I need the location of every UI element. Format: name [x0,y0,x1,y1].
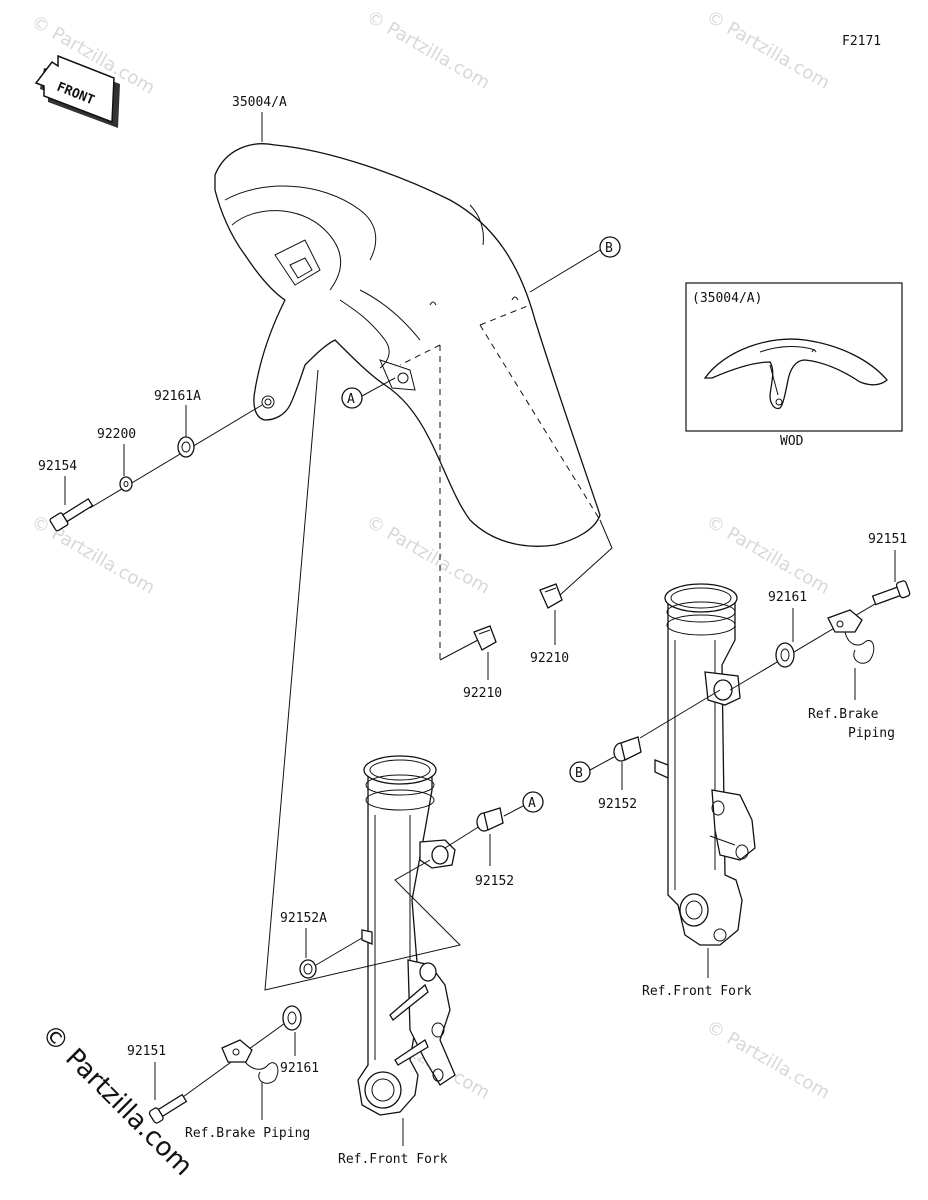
collar-92161-top [775,642,795,668]
inset-caption: WOD [780,434,804,449]
callout-a-pin-label: A [528,796,536,811]
label-ref-brake-top-2: Piping [848,726,895,741]
label-fork-right: Ref.Front Fork [642,984,752,999]
bolt-92151-bottom [148,1093,188,1124]
clip-92210-right [539,583,563,609]
clip-guide-right [479,304,601,521]
label-92151-bottom: 92151 [127,1044,166,1059]
bolt-92154 [49,497,94,532]
callout-b-fender: B [529,236,621,293]
label-92210-left: 92210 [463,686,502,701]
collar-92161a [177,436,195,458]
fender-to-fork-leader [264,369,461,991]
watermark-8: © Partzilla.com [703,1016,834,1104]
clip-92210-left [473,625,497,651]
clip-leader-left [439,639,479,661]
label-92154: 92154 [38,459,77,474]
label-92161-bottom: 92161 [280,1061,319,1076]
label-92210-right: 92210 [530,651,569,666]
label-92161-top: 92161 [768,590,807,605]
pin-92152-right: B [569,689,721,783]
callout-a-label: A [347,392,355,407]
washer-92200 [119,476,133,492]
front-fender [214,143,601,547]
label-92200: 92200 [97,427,136,442]
right-fork [654,583,756,946]
label-ref-brake-bottom: Ref.Brake Piping [185,1126,310,1141]
hardware-left [49,404,263,532]
watermark-2: © Partzilla.com [363,6,494,94]
label-92152-mid: 92152 [475,874,514,889]
inset-box: (35004/A) [685,282,903,432]
callout-b-pin-label: B [575,766,583,781]
label-92161a: 92161A [154,389,201,404]
callout-b-label: B [605,241,613,256]
label-fork-left: Ref.Front Fork [338,1152,448,1167]
diagram-code: F2171 [842,34,881,49]
front-arrow-icon: FRONT [34,54,120,128]
label-ref-brake-top-1: Ref.Brake [808,707,879,722]
pin-92152-mid: A [444,791,544,849]
bolt-92151-top [871,580,911,606]
hardware-bottom [148,1005,302,1124]
clip-guide-left [399,344,441,366]
left-fork [357,755,456,1116]
callout-a-fender: A [341,377,396,409]
brake-piping-bracket-bottom [221,1039,279,1084]
watermark-6: © Partzilla.com [703,511,834,599]
clip-leader-right [559,519,613,596]
brake-piping-bracket-top [827,609,875,664]
watermark-4: © Partzilla.com [28,511,159,599]
pin-92152a [299,937,363,979]
label-35004a: 35004/A [232,95,287,110]
inset-title: (35004/A) [692,291,762,306]
label-92151-top: 92151 [868,532,907,547]
watermark-3: © Partzilla.com [703,6,834,94]
collar-92161-bottom [282,1005,302,1031]
hardware-right [729,580,911,691]
label-92152-right: 92152 [598,797,637,812]
label-92152a: 92152A [280,911,327,926]
